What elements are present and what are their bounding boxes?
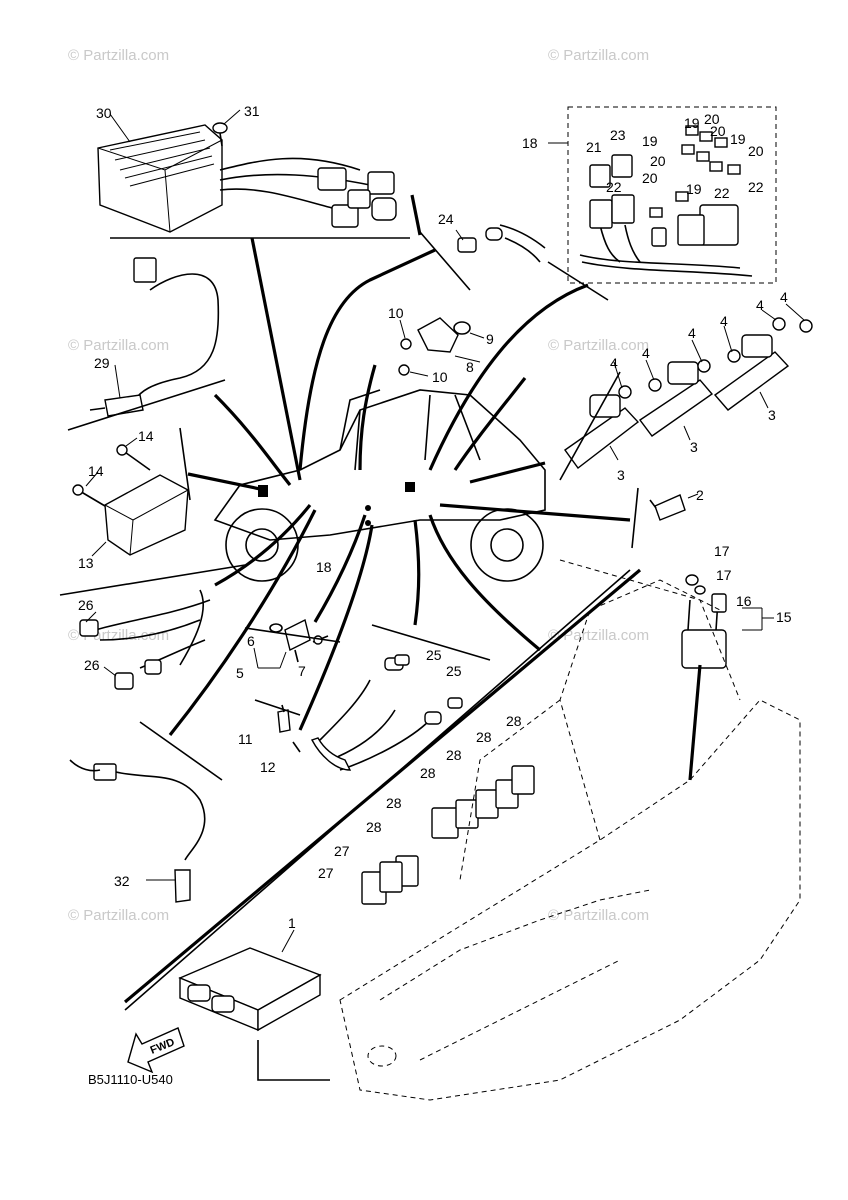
callout-1[interactable]: 1 <box>288 915 296 931</box>
callout-7[interactable]: 7 <box>298 663 306 679</box>
callout-23[interactable]: 23 <box>610 127 626 143</box>
watermark: © Partzilla.com <box>548 907 649 924</box>
part-24-sensor[interactable] <box>457 224 546 263</box>
part-17-nut[interactable] <box>685 574 706 595</box>
watermarks: © Partzilla.com © Partzilla.com © Partzi… <box>68 47 649 924</box>
callout-22[interactable]: 22 <box>606 179 622 195</box>
callout-28[interactable]: 28 <box>506 713 522 729</box>
callout-19[interactable]: 19 <box>684 115 700 131</box>
part-15-relay[interactable] <box>681 599 727 669</box>
callout-20[interactable]: 20 <box>642 170 658 186</box>
callout-20[interactable]: 20 <box>704 111 720 127</box>
part-14-bolt[interactable] <box>72 444 151 507</box>
callout-19[interactable]: 19 <box>686 181 702 197</box>
callout-28[interactable]: 28 <box>420 765 436 781</box>
callout-29[interactable]: 29 <box>94 355 110 371</box>
callout-3[interactable]: 3 <box>690 439 698 455</box>
callout-20[interactable]: 20 <box>710 123 726 139</box>
callout-labels: 1 2 3 3 3 4 4 4 4 4 4 5 6 7 8 9 10 10 11… <box>78 103 792 931</box>
callout-14[interactable]: 14 <box>138 428 154 444</box>
callout-25[interactable]: 25 <box>426 647 442 663</box>
callout-4[interactable]: 4 <box>720 313 728 329</box>
part-28-relays[interactable] <box>395 765 535 887</box>
callout-3[interactable]: 3 <box>617 467 625 483</box>
callout-4[interactable]: 4 <box>688 325 696 341</box>
callout-18[interactable]: 18 <box>316 559 332 575</box>
callout-9[interactable]: 9 <box>486 331 494 347</box>
callout-5[interactable]: 5 <box>236 665 244 681</box>
callout-22[interactable]: 22 <box>714 185 730 201</box>
part-5-sensor[interactable] <box>284 618 311 663</box>
callout-32[interactable]: 32 <box>114 873 130 889</box>
callout-20[interactable]: 20 <box>650 153 666 169</box>
callout-2[interactable]: 2 <box>696 487 704 503</box>
vehicle-outline <box>213 389 546 582</box>
part-3-ignition-coils[interactable] <box>564 334 790 469</box>
callout-12[interactable]: 12 <box>260 759 276 775</box>
callout-3[interactable]: 3 <box>768 407 776 423</box>
callout-4[interactable]: 4 <box>756 297 764 313</box>
callout-25[interactable]: 25 <box>446 663 462 679</box>
part-6-o-ring[interactable] <box>269 623 283 633</box>
callout-13[interactable]: 13 <box>78 555 94 571</box>
callout-21[interactable]: 21 <box>586 139 602 155</box>
watermark: © Partzilla.com <box>548 47 649 64</box>
callout-15[interactable]: 15 <box>776 609 792 625</box>
part-18-wire-harness-inset[interactable] <box>567 106 777 284</box>
callout-24[interactable]: 24 <box>438 211 454 227</box>
callout-20[interactable]: 20 <box>748 143 764 159</box>
part-27-relays[interactable] <box>361 861 403 905</box>
watermark: © Partzilla.com <box>548 337 649 354</box>
part-32-sensor-with-lead[interactable] <box>69 759 206 903</box>
part-10-bolts[interactable] <box>398 338 412 376</box>
callout-11[interactable]: 11 <box>238 731 253 747</box>
part-9-o-ring[interactable] <box>453 321 471 335</box>
part-12-pin[interactable] <box>292 741 301 753</box>
callout-31[interactable]: 31 <box>244 103 260 119</box>
callout-18[interactable]: 18 <box>522 135 538 151</box>
callout-4[interactable]: 4 <box>780 289 788 305</box>
callout-8[interactable]: 8 <box>466 359 474 375</box>
callout-14[interactable]: 14 <box>88 463 104 479</box>
part-30-control-unit[interactable] <box>97 124 397 233</box>
watermark: © Partzilla.com <box>68 47 169 64</box>
part-26-harness-connectors[interactable] <box>79 589 211 690</box>
callout-26[interactable]: 26 <box>78 597 94 613</box>
callout-19[interactable]: 19 <box>730 131 746 147</box>
part-4-bolts[interactable] <box>618 317 813 399</box>
callout-19[interactable]: 19 <box>642 133 658 149</box>
callout-28[interactable]: 28 <box>446 747 462 763</box>
part-31-bolt[interactable] <box>212 122 228 147</box>
watermark: © Partzilla.com <box>68 337 169 354</box>
part-1-ecu[interactable] <box>178 947 322 1032</box>
callout-4[interactable]: 4 <box>610 355 618 371</box>
callout-4[interactable]: 4 <box>642 345 650 361</box>
callout-30[interactable]: 30 <box>96 105 112 121</box>
callout-17[interactable]: 17 <box>714 543 730 559</box>
callout-22[interactable]: 22 <box>748 179 764 195</box>
part-29-sensor-with-lead[interactable] <box>89 257 220 417</box>
callout-28[interactable]: 28 <box>476 729 492 745</box>
part-13-module[interactable] <box>104 474 189 556</box>
callout-6[interactable]: 6 <box>247 633 255 649</box>
callout-28[interactable]: 28 <box>366 819 382 835</box>
callout-16[interactable]: 16 <box>736 593 752 609</box>
watermark: © Partzilla.com <box>548 627 649 644</box>
frame-outline <box>339 559 801 1101</box>
part-2-sensor[interactable] <box>649 494 686 521</box>
callout-17[interactable]: 17 <box>716 567 732 583</box>
part-25-connectors[interactable] <box>310 654 463 771</box>
callout-10[interactable]: 10 <box>388 305 404 321</box>
forward-arrow: FWD <box>127 1027 185 1074</box>
group-brackets <box>59 231 639 1081</box>
callout-28[interactable]: 28 <box>386 795 402 811</box>
callout-27[interactable]: 27 <box>334 843 350 859</box>
watermark: © Partzilla.com <box>68 907 169 924</box>
callout-27[interactable]: 27 <box>318 865 334 881</box>
callout-10[interactable]: 10 <box>432 369 448 385</box>
diagram-code: B5J1110-U540 <box>88 1072 173 1087</box>
part-8-sensor[interactable] <box>417 317 459 353</box>
callout-26[interactable]: 26 <box>84 657 100 673</box>
